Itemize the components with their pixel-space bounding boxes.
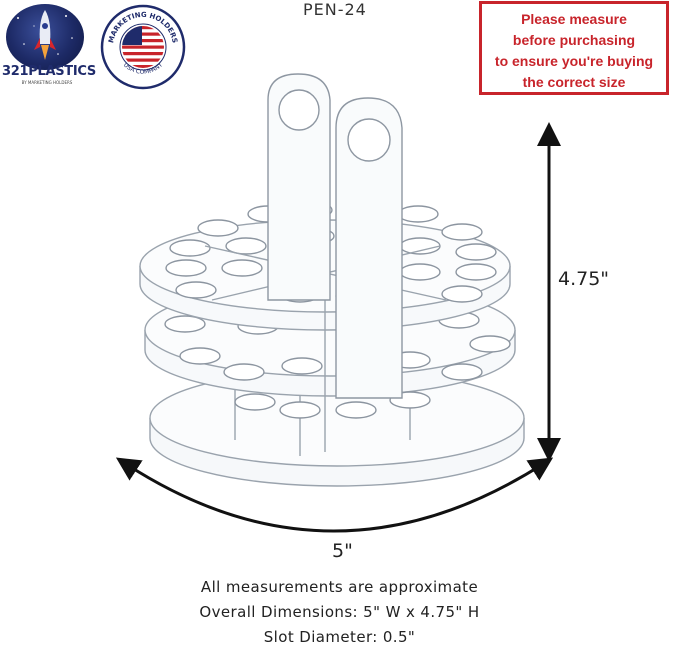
height-label: 4.75" bbox=[558, 268, 610, 290]
width-arrow bbox=[115, 457, 554, 533]
footer-slot-diameter: Slot Diameter: 0.5" bbox=[263, 628, 416, 646]
width-label: 5" bbox=[332, 540, 353, 562]
product-code: PEN-24 bbox=[303, 0, 367, 19]
brand-name-text: 321PLASTICS bbox=[2, 64, 96, 79]
acrylic-stand bbox=[139, 73, 525, 487]
notice-line-2: before purchasing bbox=[512, 32, 636, 48]
brand-name: 321PLASTICS bbox=[2, 64, 96, 79]
footer-overall-dimensions: Overall Dimensions: 5" W x 4.75" H bbox=[199, 603, 480, 621]
notice-line-1: Please measure bbox=[521, 11, 627, 27]
usa-flag-seal-icon: MARKETING HOLDERS USA COMPANY bbox=[100, 4, 186, 90]
brand-subtext: BY MARKETING HOLDERS bbox=[21, 80, 73, 85]
usa-seal: MARKETING HOLDERS USA COMPANY bbox=[100, 4, 186, 90]
brand-logo: 321PLASTICS BY MARKETING HOLDERS bbox=[2, 4, 96, 85]
logo-badge bbox=[6, 4, 84, 70]
footer-approximate: All measurements are approximate bbox=[200, 578, 479, 596]
notice-line-4: the correct size bbox=[522, 74, 626, 90]
measure-notice: Please measure before purchasing to ensu… bbox=[479, 1, 669, 95]
notice-line-3: to ensure you're buying bbox=[494, 53, 654, 69]
rocket-icon bbox=[17, 10, 73, 60]
